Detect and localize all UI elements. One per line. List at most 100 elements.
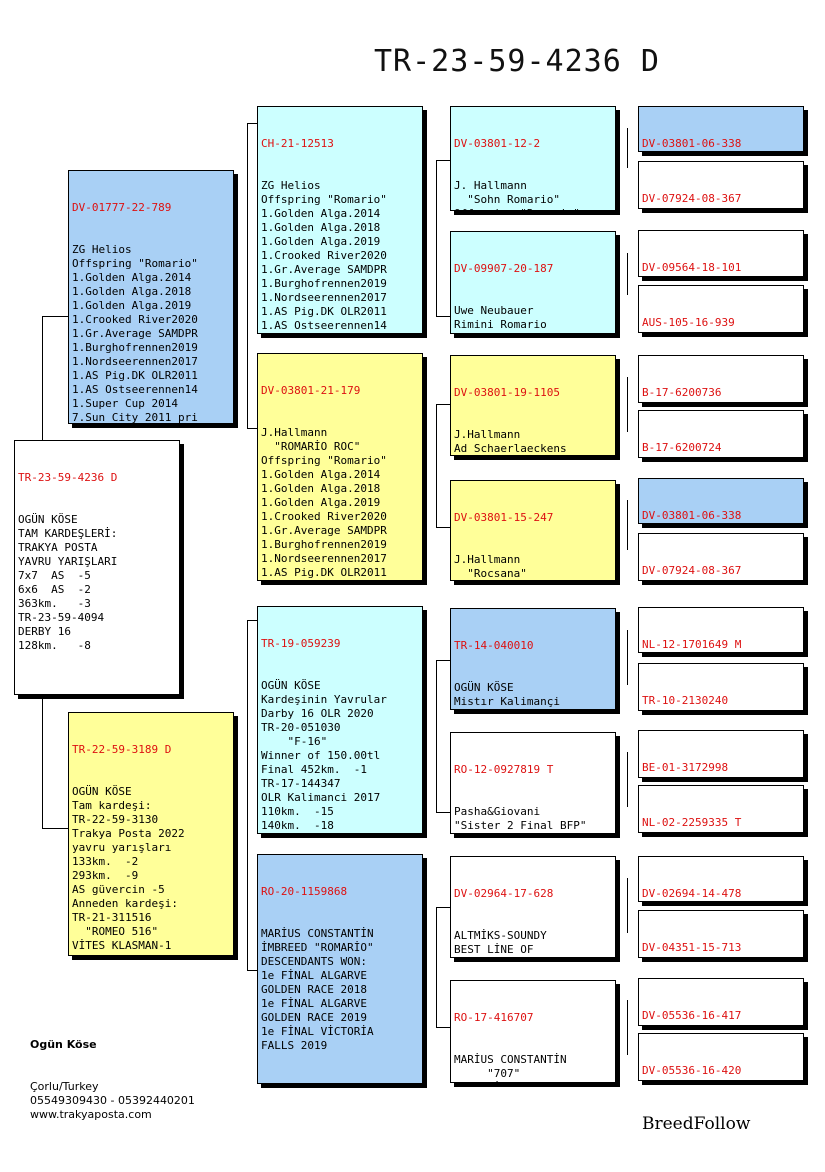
note-line: 1.Nordseerennen2017 xyxy=(261,291,387,304)
pedigree-card-g11[interactable]: BE-01-3172998 Gaby VandenabeeleSon"TURBO… xyxy=(638,730,804,778)
pedigree-card-g9[interactable]: NL-12-1701649 M Hok M ReijnenKalimanci O… xyxy=(638,607,804,653)
card-notes: MARİUS CONSTANTİN "707"FULL SİS."779-17"… xyxy=(454,1053,612,1082)
note-line: Winner of 150.00tl xyxy=(261,749,381,762)
connector xyxy=(627,253,628,295)
note-line: J.Hallmann xyxy=(454,553,521,566)
note-line: 128km. -8 xyxy=(18,639,91,652)
note-line: OGÜN KÖSE xyxy=(18,513,78,526)
pedigree-card-sdd[interactable]: DV-03801-15-247 J.Hallmann "Rocsana" top… xyxy=(450,480,616,581)
note-line: ZG Helios xyxy=(72,243,132,256)
note-line: 1.Golden Alga.2019 xyxy=(261,235,381,248)
note-line: 1.AS Pig.DK OLR2011 xyxy=(72,369,198,382)
connector xyxy=(436,907,450,908)
note-line: "F-16" xyxy=(261,735,328,748)
note-line: TRAKYA POSTA xyxy=(18,541,98,554)
connector xyxy=(247,970,257,971)
ring-number: DV-05536-16-417 xyxy=(642,1009,742,1022)
card-notes: J.Hallmann "ROMARİO ROC"Offspring "Romar… xyxy=(261,426,419,580)
card-notes: J.Hallmann "Rocsana" top daughter of ROM… xyxy=(454,553,612,580)
ring-number: DV-03801-21-179 xyxy=(261,384,361,397)
pedigree-card-g15[interactable]: DV-05536-16-417 ALTMİKS-SOUNDY10 FİNAL R… xyxy=(638,978,804,1026)
note-line: 1.Nordseerennen2017 xyxy=(72,355,198,368)
pedigree-card-sire-dam[interactable]: DV-03801-21-179 J.Hallmann "ROMARİO ROC"… xyxy=(257,353,423,581)
note-line: FALLS 2019 xyxy=(261,1039,328,1052)
ring-number: DV-07924-08-367 xyxy=(642,192,742,205)
ring-number: RO-17-416707 xyxy=(454,1011,534,1024)
pedigree-card-g2[interactable]: DV-07924-08-367 Dr.Schwidde "Miss Romari… xyxy=(638,161,804,209)
ring-number: DV-03801-19-1105 xyxy=(454,386,560,399)
note-line: OGÜN KÖSE xyxy=(454,681,514,694)
note-line: GOLDEN RACE 2018 xyxy=(261,983,367,996)
pedigree-card-g6[interactable]: B-17-6200724 Ad.Schaerlaeckens xyxy=(638,410,804,458)
note-line: "ROMARİO ROC" xyxy=(261,440,361,453)
connector xyxy=(436,527,450,528)
note-line: MARİUS CONSTANTİN xyxy=(454,1053,567,1066)
pedigree-card-g16[interactable]: DV-05536-16-420 ALTMİKS-SOUNDY "420" xyxy=(638,1033,804,1081)
note-line: 1.Crooked River2020 xyxy=(261,249,387,262)
note-line: 3.(=1)Fast Pigeon xyxy=(454,332,612,333)
connector xyxy=(436,404,450,405)
connector xyxy=(627,1000,628,1055)
note-line: Tam kardeşi: xyxy=(72,799,152,812)
note-line: www.trakyaposta.com xyxy=(30,1108,152,1121)
note-line: 6x6 AS -2 xyxy=(18,583,91,596)
brand-logo: BreedFollow xyxy=(642,1114,751,1134)
pedigree-card-g8[interactable]: DV-07924-08-367 Dr.Schwidde "Miss Romari… xyxy=(638,533,804,581)
note-line: Offspring "Romario" xyxy=(261,454,387,467)
note-line: ZG Helios xyxy=(261,179,321,192)
owner-name: Ogün Köse xyxy=(30,1038,97,1051)
pedigree-card-sss[interactable]: DV-03801-12-2 J. Hallmann "Sohn Romario"… xyxy=(450,106,616,211)
ring-number: DV-05536-16-420 xyxy=(642,1064,742,1077)
connector xyxy=(436,660,450,661)
connector xyxy=(42,316,43,422)
note-line: Final 452km. -1 xyxy=(261,763,367,776)
ring-number: B-17-6200736 xyxy=(642,386,722,399)
ring-number: TR-22-59-3189 D xyxy=(72,743,172,756)
pedigree-card-g1[interactable]: DV-03801-06-338 JÖRG HALLMANN "ROMARİO" xyxy=(638,106,804,152)
note-line: TR-17-144347 xyxy=(261,777,341,790)
connector xyxy=(436,907,437,1027)
note-line: 1.Golden Alga.2018 xyxy=(261,221,381,234)
note-line: TR-21-311516 xyxy=(72,911,152,924)
connector xyxy=(627,377,628,432)
note-line: 1.AS Pig.DK OLR2011 xyxy=(261,566,387,579)
pedigree-title: TR-23-59-4236 D xyxy=(374,44,660,79)
connector xyxy=(42,828,68,829)
note-line: 1.AS Ostseerennen14 xyxy=(72,383,198,396)
note-line: FULL SİS."779-17" xyxy=(454,1081,612,1082)
note-line: 7x7 AS -5 xyxy=(18,569,91,582)
note-line: 1.Gr.Average SAMDPR xyxy=(72,327,198,340)
note-line: İMBREED "ROMARİO" xyxy=(261,941,374,954)
note-line: OGÜN KÖSE xyxy=(72,785,132,798)
pedigree-card-g7[interactable]: DV-03801-06-338 JÖRG HALLMANN "ROMARİO" xyxy=(638,478,804,524)
note-line: 1.Nordseerennen2017 xyxy=(261,552,387,565)
pedigree-card-ddd[interactable]: RO-17-416707 MARİUS CONSTANTİN "707"FULL… xyxy=(450,980,616,1083)
pedigree-card-g12[interactable]: NL-02-2259335 T C&G Koopman335 xyxy=(638,785,804,833)
pedigree-card-g3[interactable]: DV-09564-18-101 100% J.Hallmann Uwe Neub… xyxy=(638,230,804,277)
note-line: 1.Golden Alga.2014 xyxy=(261,207,381,220)
ring-number: DV-03801-06-338 xyxy=(642,137,742,150)
pedigree-card-g13[interactable]: DV-02694-14-478 ALTMİKS-SOUNDYDaughter L… xyxy=(638,856,804,902)
note-line: Kalimançi 2014 xyxy=(454,709,612,710)
note-line: VİTES KLASMAN-1 xyxy=(72,939,172,952)
pedigree-card-g5[interactable]: B-17-6200736 Ad.Schaerlaeckensv.d.Wouwer xyxy=(638,355,804,403)
note-line: 1.Gr.Average SAMDPR xyxy=(261,524,387,537)
pedigree-card-dsd[interactable]: RO-12-0927819 T Pasha&Giovani"Sister 2 F… xyxy=(450,732,616,834)
note-line: 1.Golden Alga.2014 xyxy=(261,468,381,481)
pedigree-card-g14[interactable]: DV-04351-15-713 ALTMİKS-SOUNDYBLUE RİVER… xyxy=(638,910,804,958)
pedigree-card-g10[interactable]: TR-10-2130240 OGÜN KÖSETrakya Posta 2010 xyxy=(638,663,804,711)
note-line: 293km. -9 xyxy=(72,869,139,882)
pedigree-card-g4[interactable]: AUS-105-16-939 A. DerwaBlau xyxy=(638,285,804,333)
